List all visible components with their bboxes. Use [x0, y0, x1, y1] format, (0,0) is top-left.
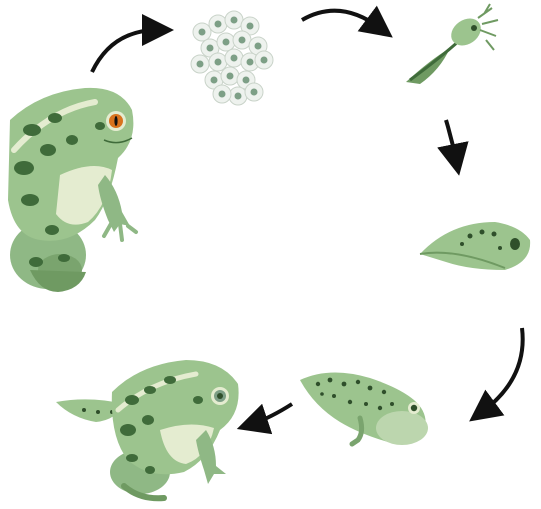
hatchling-tadpole-icon	[406, 4, 498, 84]
egg-embryo	[243, 77, 250, 84]
egg-embryo	[251, 89, 258, 96]
egg-embryo	[223, 39, 230, 46]
frog-eggs-icon	[191, 11, 273, 105]
arrow-legs-to-froglet	[252, 404, 292, 424]
egg-embryo	[207, 45, 214, 52]
egg-embryo	[215, 21, 222, 28]
egg-embryo	[235, 93, 242, 100]
egg-embryo	[231, 17, 238, 24]
tadpole-with-legs-icon	[300, 372, 428, 445]
arrow-hatchling-to-tadpole	[446, 120, 456, 160]
tadpole-icon	[420, 222, 530, 270]
arrow-eggs-to-hatchling	[302, 11, 380, 28]
adult-frog-icon	[8, 88, 136, 292]
arrow-frog-to-eggs	[92, 30, 158, 72]
egg-embryo	[215, 59, 222, 66]
egg-embryo	[227, 73, 234, 80]
egg-embryo	[261, 57, 268, 64]
egg-embryo	[211, 77, 218, 84]
egg-embryo	[199, 29, 206, 36]
arrow-tadpole-to-legs	[482, 328, 523, 412]
egg-embryo	[255, 43, 262, 50]
egg-embryo	[247, 23, 254, 30]
egg-embryo	[239, 37, 246, 44]
egg-embryo	[247, 59, 254, 66]
egg-embryo	[219, 91, 226, 98]
egg-embryo	[197, 61, 204, 68]
froglet-icon	[56, 360, 239, 498]
egg-embryo	[231, 55, 238, 62]
